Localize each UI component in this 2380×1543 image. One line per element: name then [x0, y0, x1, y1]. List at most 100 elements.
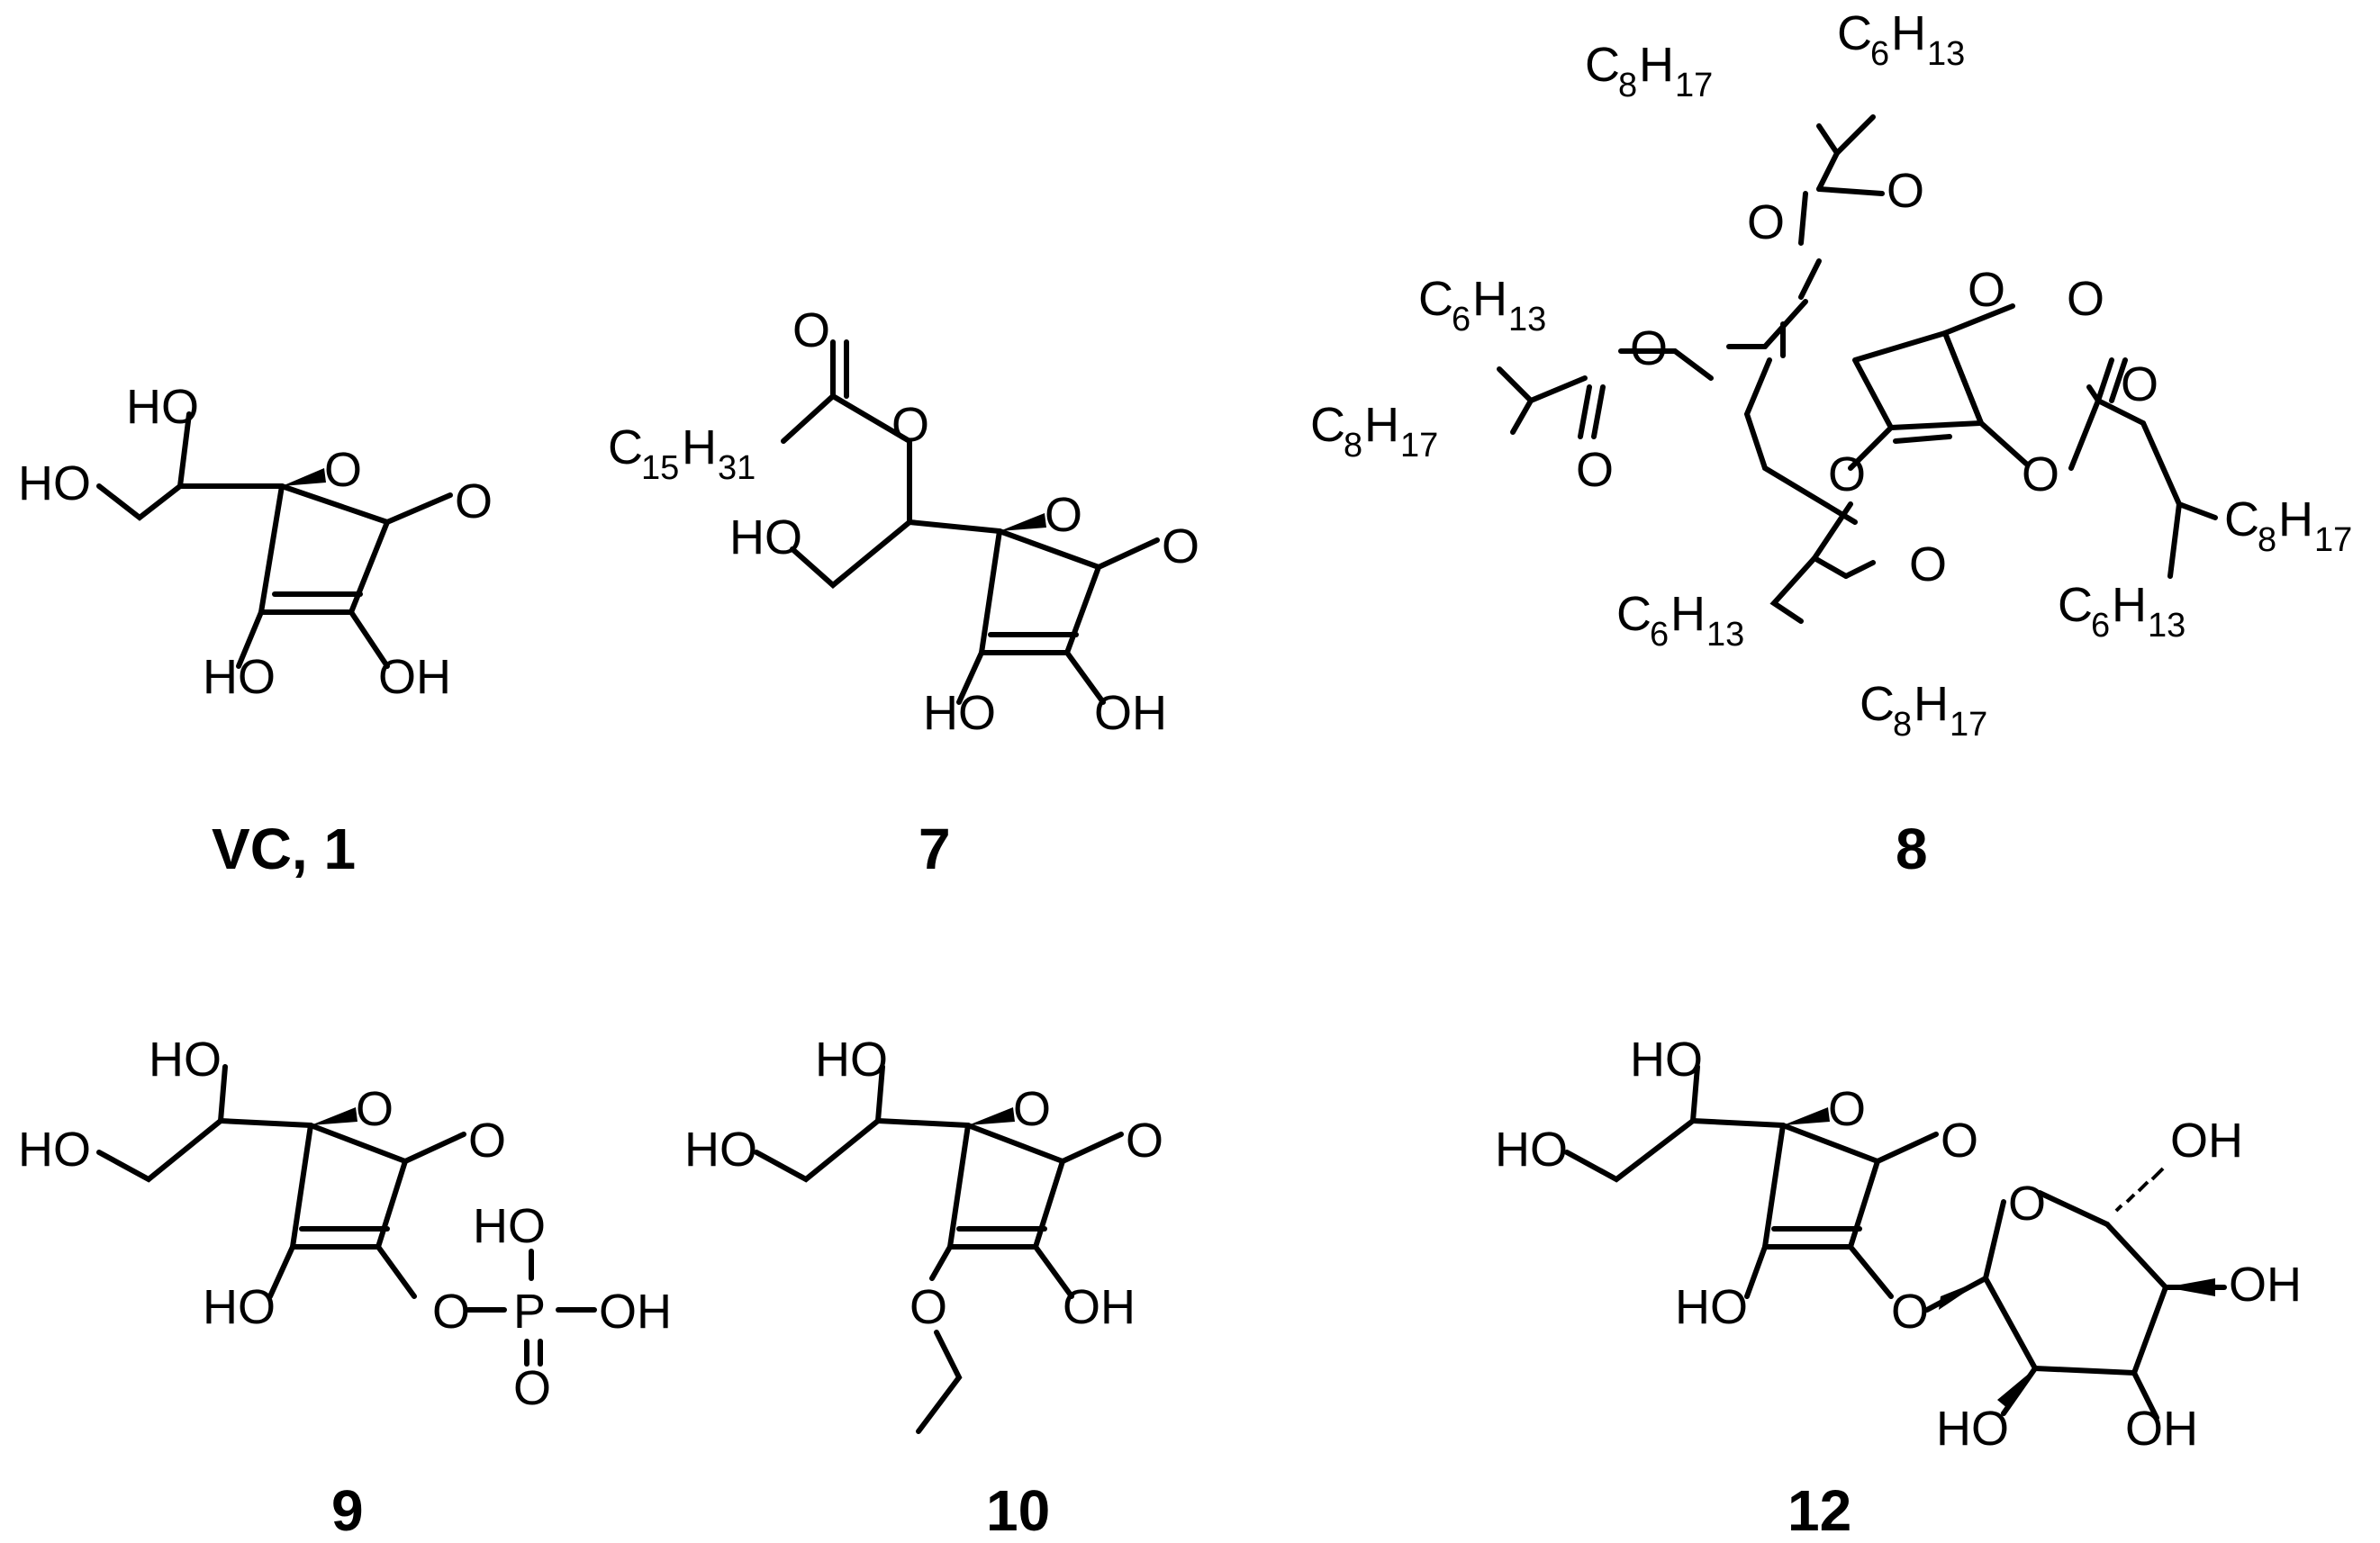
bonds	[781, 339, 1160, 705]
svg-text:C: C	[1310, 398, 1345, 452]
atom-labels: HO HO O O O OH	[684, 1033, 1163, 1334]
hydroxyl-label: HO	[203, 650, 276, 704]
ring-oxygen-label: O	[1045, 488, 1082, 542]
compound-caption: 9	[331, 1478, 364, 1543]
svg-text:H: H	[1891, 6, 1926, 60]
carbonyl-oxygen-label: O	[2067, 272, 2104, 326]
compound-caption: 7	[919, 817, 951, 881]
hydroxyl-label: HO	[923, 686, 996, 740]
hydroxyl-label: HO	[815, 1033, 888, 1087]
ester-oxygen-label: O	[891, 398, 929, 452]
octyl-chain-label: C 8 H 17	[2224, 492, 2352, 559]
bonds	[1497, 114, 2218, 624]
compound-8: C 8 H 17 C 6 H 13 O O C 6 H 13 O C 8	[1310, 6, 2352, 881]
svg-text:C: C	[2224, 492, 2259, 546]
bonds	[96, 411, 453, 669]
ester-oxygen-label: O	[432, 1285, 470, 1339]
atom-labels: C 8 H 17 C 6 H 13 O O C 6 H 13 O C 8	[1310, 6, 2352, 744]
bonds	[1564, 1064, 2227, 1421]
pyranose-oxygen-label: O	[2008, 1177, 2046, 1231]
octyl-chain-label: C 8 H 17	[1585, 38, 1713, 104]
hash-bonds	[2114, 1167, 2165, 1213]
svg-text:C: C	[1860, 677, 1895, 731]
wedge-bonds	[311, 1107, 357, 1125]
ester-oxygen-label: O	[1630, 321, 1668, 375]
compound-caption: VC, 1	[212, 817, 356, 881]
hydroxyl-label: HO	[203, 1280, 276, 1334]
svg-text:13: 13	[2148, 607, 2185, 645]
palmitoyl-chain-label: C 15 H 31	[608, 420, 756, 487]
svg-text:8: 8	[1344, 427, 1362, 465]
svg-text:6: 6	[1650, 616, 1669, 654]
hydroxyl-label: HO	[729, 510, 802, 564]
carbonyl-oxygen-label: O	[455, 474, 493, 528]
hydroxyl-label: OH	[2170, 1114, 2243, 1168]
svg-text:17: 17	[1400, 427, 1438, 465]
ring-oxygen-label: O	[324, 443, 362, 497]
ring-oxygen-label: O	[356, 1082, 394, 1136]
svg-text:C: C	[1418, 272, 1453, 326]
atom-labels: HO HO O O HO HO O P OH O	[18, 1033, 672, 1415]
hydroxyl-label: HO	[1936, 1402, 2009, 1456]
svg-text:H: H	[1914, 677, 1949, 731]
compound-10: HO HO O O O OH 10	[684, 1033, 1163, 1543]
ester-oxygen-label: O	[1747, 195, 1785, 249]
carbonyl-oxygen-label: O	[1576, 443, 1614, 497]
svg-text:13: 13	[1508, 301, 1546, 338]
compound-caption: 12	[1787, 1478, 1851, 1543]
hydroxyl-label: HO	[1630, 1033, 1703, 1087]
hydroxyl-label: HO	[149, 1033, 222, 1087]
atom-labels: HO HO O O HO OH	[18, 380, 493, 704]
compound-9: HO HO O O HO HO O P OH O 9	[18, 1033, 672, 1543]
svg-text:13: 13	[1706, 616, 1744, 654]
bonds	[754, 1064, 1124, 1434]
hydroxyl-label: OH	[1094, 686, 1167, 740]
svg-text:C: C	[1616, 587, 1652, 641]
svg-text:8: 8	[2258, 521, 2276, 559]
ring-oxygen-label: O	[1828, 1082, 1866, 1136]
hydroxyl-label: HO	[1675, 1280, 1748, 1334]
svg-text:6: 6	[1870, 35, 1889, 73]
octyl-chain-label: C 8 H 17	[1860, 677, 1987, 744]
hydroxyl-label: OH	[1063, 1280, 1136, 1334]
compound-caption: 8	[1896, 817, 1928, 881]
svg-text:6: 6	[1452, 301, 1471, 338]
carbonyl-oxygen-label: O	[1887, 164, 1924, 218]
carbonyl-oxygen-label: O	[468, 1114, 506, 1168]
compound-vc-1: HO HO O O HO OH VC, 1	[18, 380, 493, 881]
hydroxyl-label: HO	[684, 1123, 757, 1177]
svg-text:13: 13	[1927, 35, 1965, 73]
svg-text:17: 17	[2314, 521, 2352, 559]
ring-oxygen-label: O	[1968, 263, 2005, 317]
octyl-chain-label: C 8 H 17	[1310, 398, 1438, 465]
carbonyl-oxygen-label: O	[792, 303, 830, 357]
ester-oxygen-label: O	[1828, 447, 1866, 501]
hydroxyl-label: HO	[473, 1199, 546, 1253]
svg-text:H: H	[1670, 587, 1706, 641]
svg-text:8: 8	[1618, 67, 1637, 104]
ether-oxygen-label: O	[909, 1280, 947, 1334]
hydroxyl-label: OH	[2125, 1402, 2198, 1456]
hexyl-chain-label: C 6 H 13	[2058, 578, 2185, 645]
wedge-bonds	[1783, 1107, 2215, 1409]
svg-text:8: 8	[1893, 706, 1912, 744]
ester-oxygen-label: O	[2022, 447, 2059, 501]
hydroxyl-label: OH	[378, 650, 451, 704]
bonds	[96, 1064, 597, 1367]
hydroxyl-label: HO	[126, 380, 199, 434]
carbonyl-oxygen-label: O	[1909, 537, 1947, 591]
carbonyl-oxygen-label: O	[1162, 519, 1199, 573]
svg-text:17: 17	[1950, 706, 1987, 744]
compound-caption: 10	[986, 1478, 1050, 1543]
wedge-bonds	[968, 1107, 1015, 1125]
hydroxyl-label: HO	[18, 1123, 91, 1177]
svg-text:C: C	[1585, 38, 1620, 92]
carbonyl-oxygen-label: O	[1941, 1114, 1978, 1168]
svg-text:6: 6	[2091, 607, 2110, 645]
wedge-bonds	[1000, 513, 1046, 531]
svg-text:C: C	[2058, 578, 2093, 632]
carbonyl-oxygen-label: O	[2121, 357, 2158, 411]
svg-text:15: 15	[641, 449, 679, 487]
phosphorus-label: P	[513, 1285, 546, 1339]
